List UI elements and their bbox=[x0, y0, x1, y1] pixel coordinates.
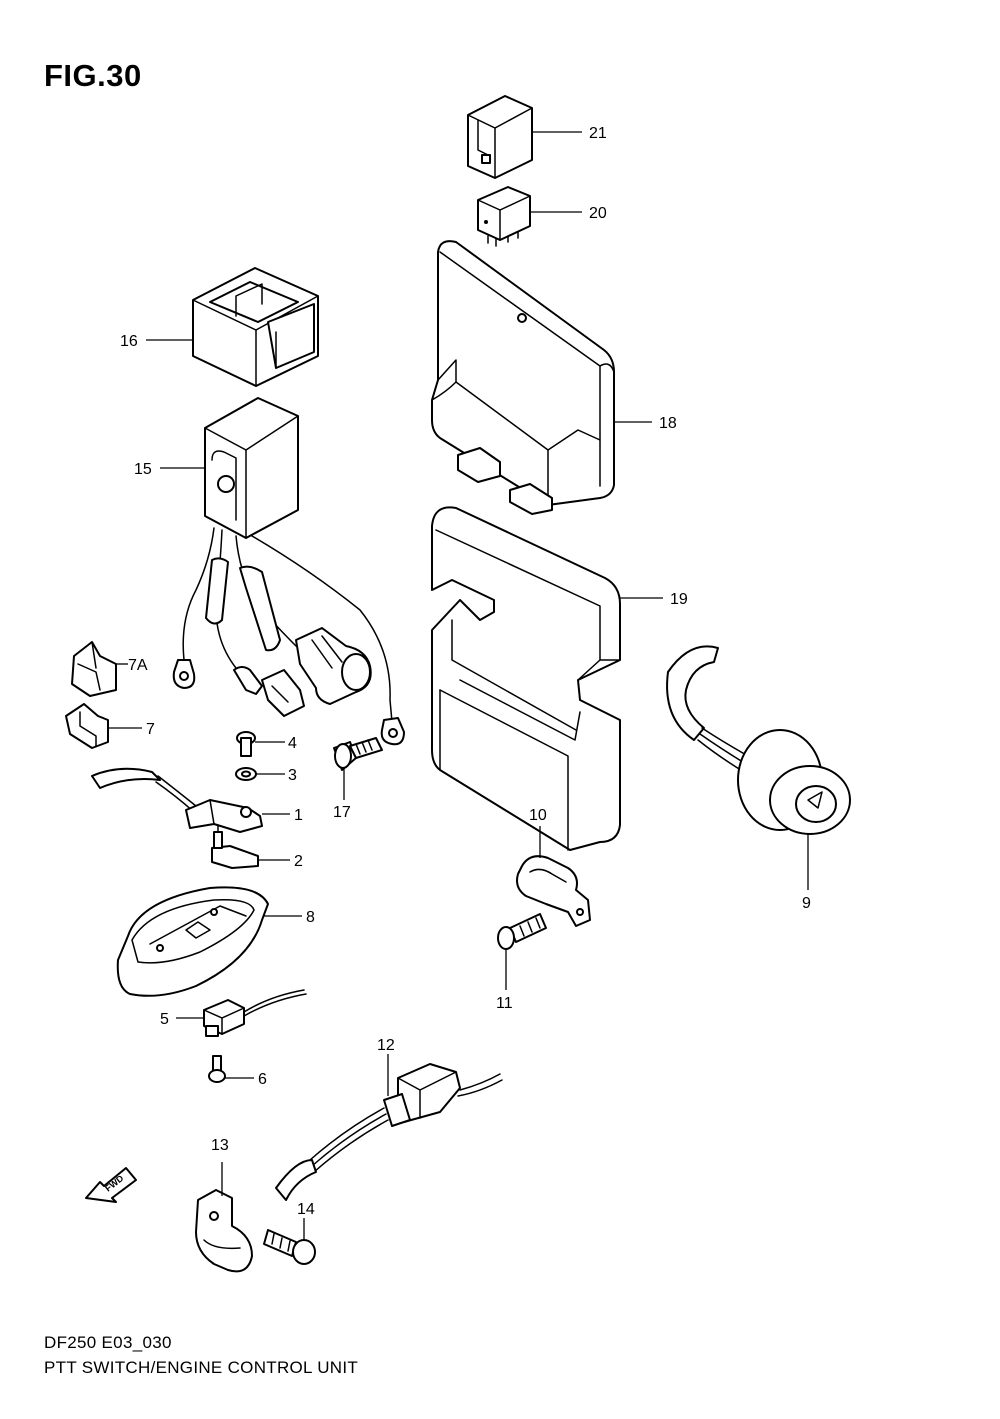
part-10-clamp[interactable] bbox=[516, 855, 591, 927]
part-15-harness-unit[interactable] bbox=[172, 397, 405, 746]
part-5-micro-switch[interactable] bbox=[203, 989, 307, 1037]
part-6-screw[interactable] bbox=[208, 1055, 226, 1083]
callout-16: 16 bbox=[120, 333, 138, 350]
part-1-ptt-switch[interactable] bbox=[91, 767, 263, 833]
part-18-engine-control-unit[interactable] bbox=[431, 240, 615, 515]
figure-caption: PTT SWITCH/ENGINE CONTROL UNIT bbox=[44, 1358, 359, 1377]
callout-17: 17 bbox=[333, 804, 351, 821]
callout-3: 3 bbox=[288, 767, 297, 784]
callout-18: 18 bbox=[659, 415, 677, 432]
part-3-washer[interactable] bbox=[235, 767, 257, 781]
callout-13: 13 bbox=[211, 1137, 229, 1154]
part-7-clip[interactable] bbox=[65, 703, 109, 749]
callout-9: 9 bbox=[802, 895, 811, 912]
part-16-boot[interactable] bbox=[192, 267, 319, 387]
callout-19: 19 bbox=[670, 591, 688, 608]
part-8-switch-holder[interactable] bbox=[116, 886, 269, 997]
model-code: DF250 E03_030 bbox=[44, 1333, 172, 1352]
callout-15: 15 bbox=[134, 461, 152, 478]
callout-2: 2 bbox=[294, 853, 303, 870]
callout-12: 12 bbox=[377, 1037, 395, 1054]
callout-8: 8 bbox=[306, 909, 315, 926]
callout-1: 1 bbox=[294, 807, 303, 824]
callout-20: 20 bbox=[589, 205, 607, 222]
part-21-relay[interactable] bbox=[467, 95, 533, 179]
part-9-grommet-harness[interactable] bbox=[666, 645, 851, 835]
callout-21: 21 bbox=[589, 125, 607, 142]
callout-7: 7 bbox=[146, 721, 155, 738]
part-13-clamp[interactable] bbox=[195, 1189, 253, 1273]
figure-title: FIG.30 bbox=[44, 58, 142, 93]
part-7a-clip[interactable] bbox=[71, 641, 117, 697]
part-20-relay[interactable] bbox=[477, 186, 531, 247]
part-14-bolt[interactable] bbox=[263, 1229, 316, 1265]
part-2-bracket[interactable] bbox=[211, 825, 259, 869]
callout-6: 6 bbox=[258, 1071, 267, 1088]
part-17-bolt[interactable] bbox=[333, 737, 383, 771]
callout-7a: 7A bbox=[128, 657, 148, 674]
part-19-ecu-cover[interactable] bbox=[431, 506, 621, 851]
fwd-arrow-icon: FWD bbox=[85, 1167, 137, 1203]
callout-10: 10 bbox=[529, 807, 547, 824]
part-11-bolt[interactable] bbox=[497, 913, 547, 950]
part-12-switch-harness[interactable] bbox=[275, 1063, 503, 1201]
callout-11: 11 bbox=[496, 995, 513, 1012]
callout-4: 4 bbox=[288, 735, 297, 752]
callout-14: 14 bbox=[297, 1201, 315, 1218]
callout-5: 5 bbox=[160, 1011, 169, 1028]
part-4-screw[interactable] bbox=[236, 731, 256, 757]
